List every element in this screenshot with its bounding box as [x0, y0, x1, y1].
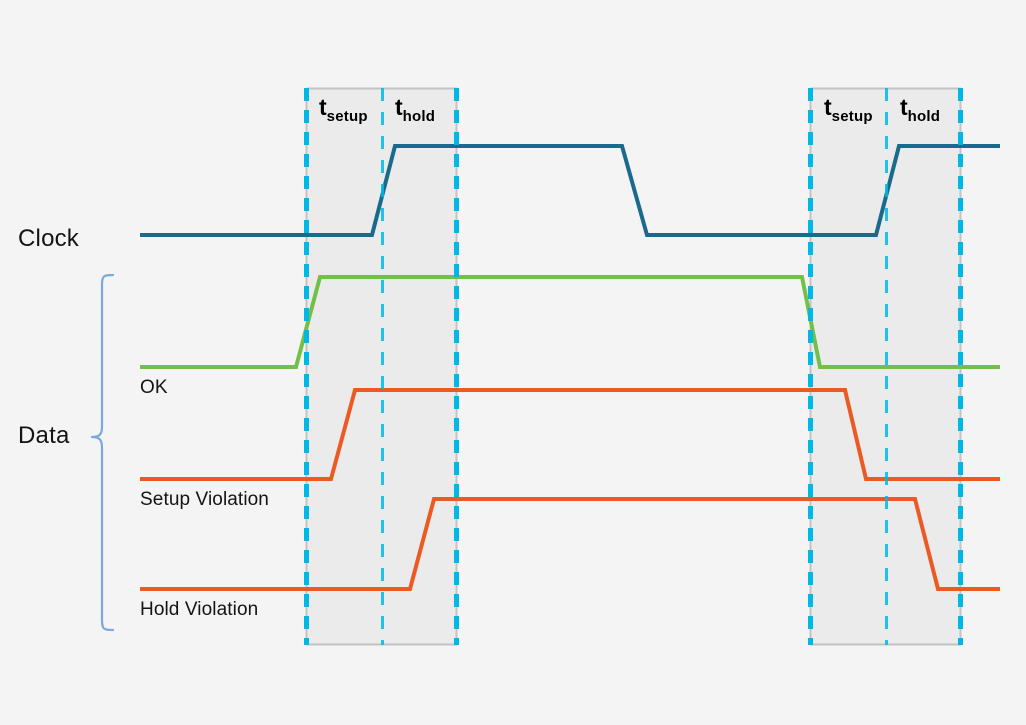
tsetup-base-1: t — [319, 94, 327, 120]
annotation-tsetup-window-2: tsetup — [824, 94, 873, 125]
waveform-clock — [140, 144, 1000, 237]
waveform-label-hold-violation: Hold Violation — [140, 599, 259, 620]
annotation-tsetup-window-1: tsetup — [319, 94, 368, 125]
edge-markers — [304, 88, 963, 645]
thold-base-2: t — [900, 94, 908, 120]
thold-sub-2: hold — [907, 108, 941, 125]
row-label-clock: Clock — [18, 225, 80, 252]
waveform-ok — [140, 275, 1000, 369]
annotation-thold-window-1: thold — [395, 94, 435, 125]
waveform-label-ok: OK — [140, 377, 168, 398]
waveform-label-setup-violation: Setup Violation — [140, 489, 269, 510]
thold-sub-1: hold — [402, 108, 436, 125]
thold-base-1: t — [395, 94, 403, 120]
data-group-brace — [90, 273, 115, 632]
waveform-hold-violation — [140, 497, 1000, 591]
waveform-traces — [140, 144, 1000, 591]
tsetup-sub-2: setup — [831, 108, 873, 125]
row-label-data: Data — [18, 422, 70, 449]
tsetup-base-2: t — [824, 94, 832, 120]
waveform-setup-violation — [140, 388, 1000, 481]
tsetup-sub-1: setup — [326, 108, 368, 125]
annotation-thold-window-2: thold — [900, 94, 940, 125]
